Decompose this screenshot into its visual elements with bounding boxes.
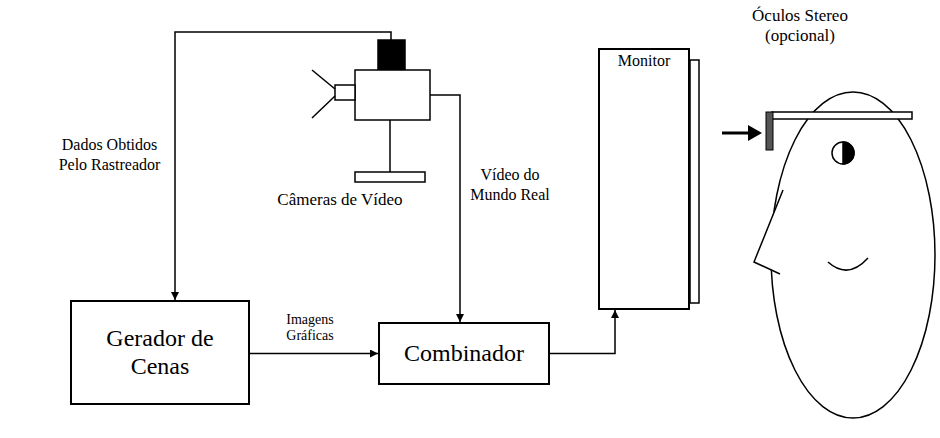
- view-line: [312, 70, 335, 89]
- camera-lens: [335, 85, 355, 100]
- connector-arrow: [175, 32, 391, 300]
- edge-label: Imagens Gráficas: [268, 312, 352, 344]
- nose: [754, 190, 783, 274]
- monitor-box: Monitor: [598, 48, 690, 310]
- camera-node: Câmeras de Vídeo: [250, 40, 430, 210]
- process-box: Gerador de Cenas: [70, 300, 250, 405]
- view-arrow: [722, 132, 750, 135]
- camera-body: [355, 70, 430, 120]
- connector-arrow: [250, 353, 378, 355]
- head-outline: [771, 92, 935, 418]
- view-line: [312, 96, 335, 118]
- viewer-head: [754, 92, 935, 418]
- pupil: [843, 142, 854, 164]
- node-text: Monitor: [618, 52, 670, 70]
- node-text: Gerador de Cenas: [82, 325, 238, 380]
- connector-arrow: [550, 310, 615, 354]
- view-arrow-head: [748, 125, 762, 141]
- node-text: Combinador: [404, 340, 524, 368]
- glasses-lens: [766, 112, 773, 150]
- camera-base: [355, 172, 425, 182]
- camera-stand: [389, 120, 391, 172]
- process-box: Combinador: [378, 322, 550, 385]
- node-text: Câmeras de Vídeo: [250, 190, 430, 210]
- edge-label: Vídeo do Mundo Real: [470, 165, 550, 205]
- eye: [832, 142, 854, 164]
- glasses-arm: [772, 112, 912, 119]
- edge-label: Dados Obtidos Pelo Rastreador: [52, 135, 167, 175]
- monitor-screen-edge: [690, 60, 699, 303]
- glasses-label: Óculos Stereo (opcional): [722, 6, 878, 47]
- connector-arrow: [430, 95, 460, 322]
- tracker-block: [378, 40, 405, 70]
- video-camera: [312, 40, 430, 182]
- mouth: [828, 258, 868, 270]
